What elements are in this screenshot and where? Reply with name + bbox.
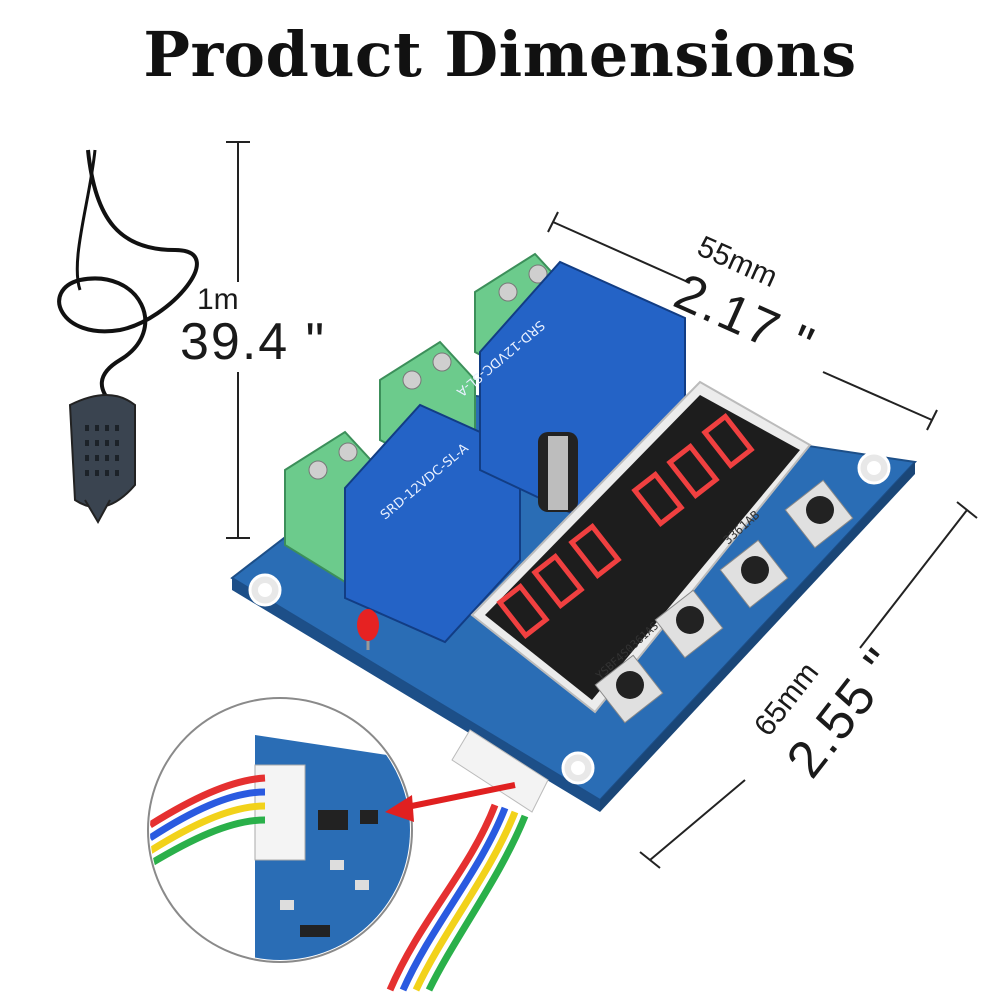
sensor-cable [386,729,549,992]
push-button-icon [594,654,664,724]
capacitor [538,432,578,512]
cable-length-metric: 1m [197,283,239,316]
push-buttons [594,479,854,724]
cable-length-imperial: 39.4 " [180,313,327,371]
display-digits [496,412,755,640]
zoom-inset [147,697,516,963]
push-button-icon [784,479,854,549]
humidity-sensor-probe-icon [57,149,199,525]
led-display [470,380,812,714]
length-dimension-line [639,501,978,869]
push-button-icon [654,589,724,659]
led-indicator-icon [357,609,379,650]
push-button-icon [719,539,789,609]
cable-length-dimension-line [226,141,250,539]
width-dimension-line [547,211,938,431]
page-title: Product Dimensions [143,18,857,91]
